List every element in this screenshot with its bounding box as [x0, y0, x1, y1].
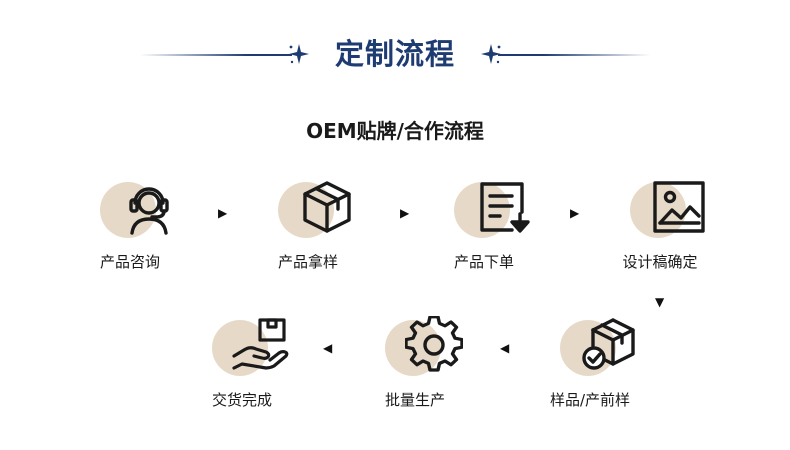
subtitle-container: OEM贴牌/合作流程 [0, 116, 790, 146]
header-line-right [498, 54, 650, 56]
step-label: 批量生产 [384, 391, 445, 409]
step-delivery-complete: 交货完成 [182, 316, 302, 410]
arrow-down-icon: ▼ [655, 295, 665, 309]
image-picture-icon [653, 181, 705, 233]
arrow-left-icon: ◀ [323, 341, 333, 355]
gear-icon [405, 316, 463, 372]
icon-background-blob [630, 182, 686, 238]
step-consultation: 产品咨询 [70, 178, 190, 272]
page-title: 定制流程 [334, 37, 455, 71]
customer-service-headset-icon [129, 187, 169, 235]
sparkle-icon [289, 44, 309, 64]
arrow-left-icon: ◀ [500, 341, 510, 355]
header-line-left [140, 54, 292, 56]
arrow-right-icon: ▶ [570, 206, 580, 220]
step-mass-production: 批量生产 [355, 316, 475, 410]
step-label: 样品/产前样 [549, 391, 631, 409]
icon-background-blob [100, 182, 156, 238]
subtitle: OEM贴牌/合作流程 [296, 116, 494, 146]
step-label: 产品拿样 [277, 253, 338, 271]
step-sample-request: 产品拿样 [248, 178, 368, 272]
step-label: 设计稿确定 [622, 253, 698, 271]
step-place-order: 产品下单 [424, 178, 544, 272]
order-document-download-icon [480, 182, 530, 233]
arrow-right-icon: ▶ [400, 206, 410, 220]
step-pre-production-sample: 样品/产前样 [530, 316, 650, 410]
step-label: 产品咨询 [99, 253, 160, 271]
arrow-right-icon: ▶ [218, 206, 228, 220]
sparkle-icon [481, 44, 501, 64]
step-label: 交货完成 [211, 391, 272, 409]
package-box-icon [303, 181, 351, 233]
box-checkmark-icon [582, 318, 635, 370]
step-label: 产品下单 [453, 253, 514, 271]
hand-delivering-box-icon [232, 318, 289, 370]
step-design-confirmation: 设计稿确定 [600, 178, 720, 272]
